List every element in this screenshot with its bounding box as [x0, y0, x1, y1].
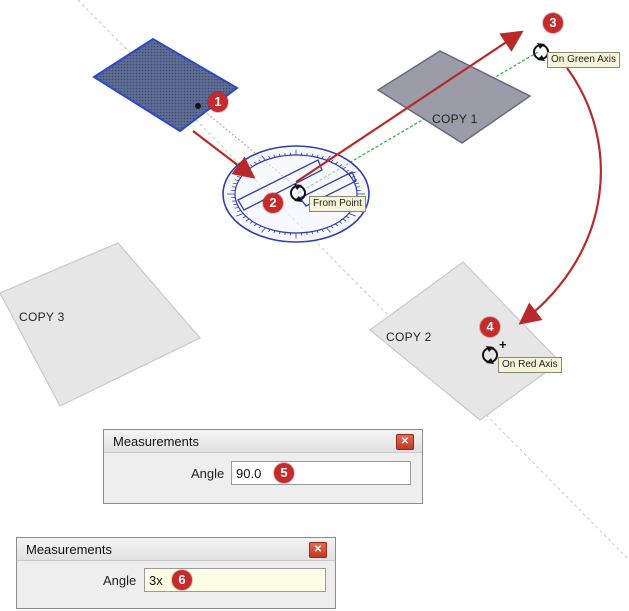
copy1-square[interactable] — [376, 50, 532, 144]
tooltip-on-green-axis: On Green Axis — [547, 52, 621, 68]
step-badge-6: 6 — [172, 570, 192, 590]
step-badge-1: 1 — [208, 92, 228, 112]
original-square[interactable] — [92, 37, 239, 133]
step-badge-3: 3 — [543, 13, 563, 33]
rotate-cursor-icon — [290, 184, 306, 202]
tooltip-from-point: From Point — [309, 196, 366, 212]
copy3-square[interactable] — [0, 242, 201, 407]
arrow-step3-to-4 — [518, 67, 602, 325]
selection-point — [195, 103, 201, 109]
measurements-panel-top: Measurements ✕ Angle 5 — [103, 429, 423, 504]
copy3-label: COPY 3 — [19, 310, 65, 324]
copy1-label: COPY 1 — [432, 112, 478, 126]
angle-label: Angle — [191, 466, 225, 481]
rotate-cursor-icon: + — [482, 337, 507, 364]
arrow-step1-to-2 — [192, 130, 256, 179]
measurements-panel-bottom: Measurements ✕ Angle 6 — [16, 537, 336, 609]
copy2-label: COPY 2 — [386, 330, 432, 344]
diagonal-axis-line — [77, 0, 629, 561]
step-badge-2: 2 — [263, 193, 283, 213]
measurements-titlebar[interactable]: Measurements ✕ — [17, 538, 335, 561]
tooltip-on-red-axis: On Red Axis — [498, 357, 562, 373]
angle-input[interactable] — [231, 461, 411, 485]
step-badge-5: 5 — [274, 463, 294, 483]
angle-label: Angle — [103, 573, 137, 588]
arrow-step2-to-3 — [295, 30, 524, 183]
close-icon[interactable]: ✕ — [309, 542, 327, 558]
measurements-titlebar[interactable]: Measurements ✕ — [104, 430, 422, 453]
rotate-cursor-icon — [533, 43, 549, 61]
protractor — [222, 145, 370, 243]
close-icon[interactable]: ✕ — [396, 434, 414, 450]
svg-text:+: + — [499, 337, 507, 352]
measurements-title: Measurements — [113, 434, 199, 449]
measurements-title: Measurements — [26, 542, 112, 557]
step-badge-4: 4 — [480, 317, 500, 337]
